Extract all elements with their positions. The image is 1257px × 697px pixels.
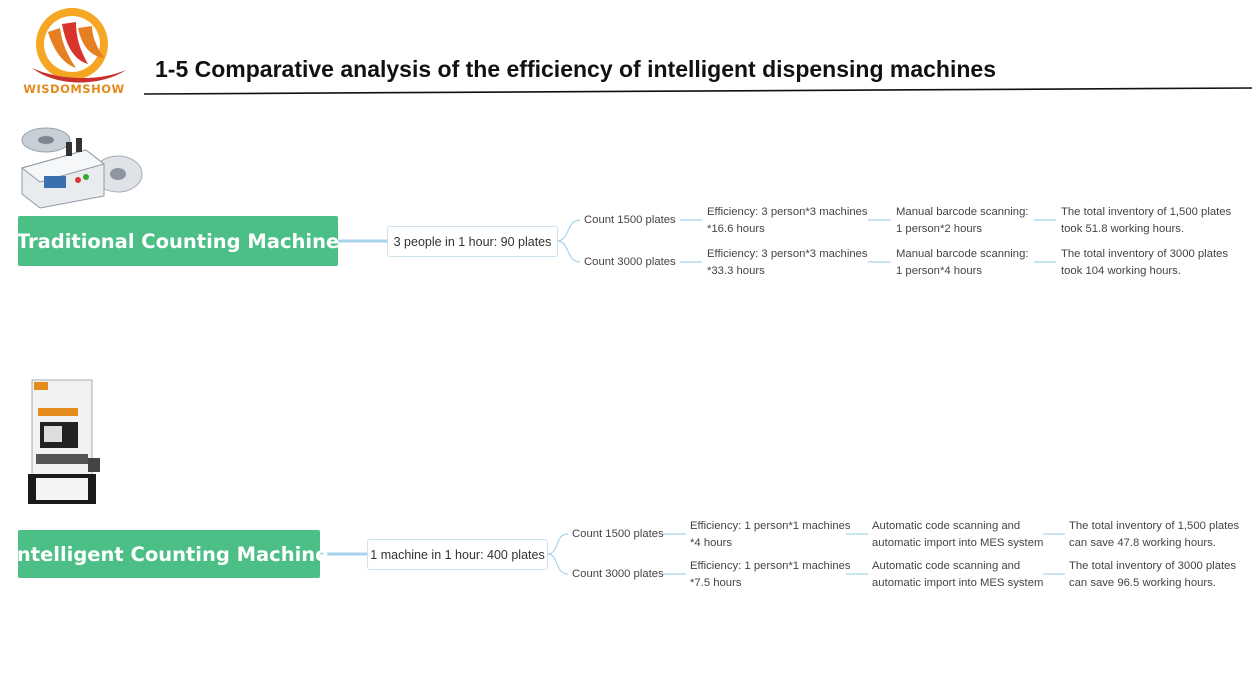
intelligent-method-3000: Automatic code scanning and automatic im… — [872, 560, 1044, 589]
page-title: 1-5 Comparative analysis of the efficien… — [155, 56, 997, 82]
intelligent-count-1500: Count 1500 plates — [572, 528, 664, 540]
traditional-summary-node: 3 people in 1 hour: 90 plates — [387, 226, 558, 257]
intelligent-method-1500: Automatic code scanning and automatic im… — [872, 520, 1044, 549]
traditional-count-3000: Count 3000 plates — [584, 256, 676, 268]
intelligent-result-1500: The total inventory of 1,500 plates can … — [1069, 520, 1240, 549]
intelligent-count-3000: Count 3000 plates — [572, 568, 664, 580]
wisdomshow-logo-icon — [32, 8, 126, 83]
traditional-result-3000: The total inventory of 3000 plates took … — [1061, 248, 1229, 277]
traditional-method-3000: Manual barcode scanning: 1 person*4 hour… — [896, 248, 1029, 277]
traditional-efficiency-1500: Efficiency: 3 person*3 machines *16.6 ho… — [707, 206, 868, 235]
traditional-method-1500: Manual barcode scanning: 1 person*2 hour… — [896, 206, 1029, 235]
traditional-machine-image — [20, 127, 143, 209]
intelligent-efficiency-3000: Efficiency: 1 person*1 machines *7.5 hou… — [690, 560, 851, 589]
intelligent-efficiency-1500: Efficiency: 1 person*1 machines *4 hours — [690, 520, 851, 549]
intelligent-machine-image — [28, 379, 100, 504]
traditional-result-1500: The total inventory of 1,500 plates took… — [1061, 206, 1232, 235]
logo-wordmark: WISDOMSHOW — [23, 82, 125, 96]
intelligent-root-node: Intelligent Counting Machine — [10, 530, 328, 578]
traditional-efficiency-3000: Efficiency: 3 person*3 machines *33.3 ho… — [707, 248, 868, 277]
traditional-count-1500: Count 1500 plates — [584, 214, 676, 226]
intelligent-result-3000: The total inventory of 3000 plates can s… — [1069, 560, 1237, 589]
intelligent-summary-node: 1 machine in 1 hour: 400 plates — [367, 539, 548, 570]
traditional-root-node: Traditional Counting Machine — [17, 216, 339, 266]
